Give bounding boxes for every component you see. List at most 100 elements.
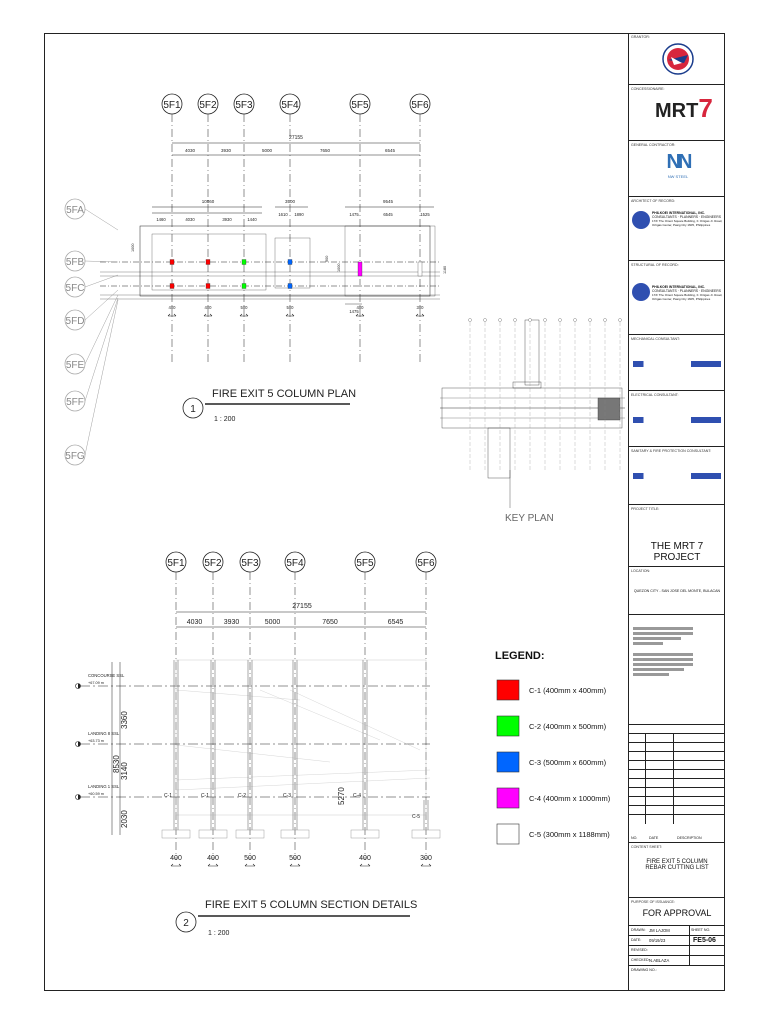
section-span-dim: 7650 <box>322 619 338 626</box>
plan-sub-c-p3: 1525 <box>420 212 430 217</box>
rev-desc-label: DESCRIPTION <box>677 836 702 840</box>
contractor-label: GENERAL CONTRACTOR: <box>631 143 676 147</box>
disclaimer-line <box>633 637 681 640</box>
svg-text:5F4: 5F4 <box>286 558 304 569</box>
plan-title-bubble <box>182 397 204 419</box>
structural-firm: PHILKOEI INTERNATIONAL, INC. <box>652 285 706 289</box>
section-bottom-arrow <box>207 863 219 867</box>
mechanical-logo-icon <box>633 361 721 367</box>
electrical-logo-icon <box>633 417 721 423</box>
keyplan-post-bubble <box>588 318 592 322</box>
plan-bottom-dim: 400 <box>357 305 365 310</box>
plan-column-c5 <box>417 261 423 277</box>
plan-column <box>241 283 247 289</box>
section-left-dim-2: 3140 <box>120 762 129 780</box>
plan-sub-a-p2: 4030 <box>185 217 195 222</box>
section-bottom-arrow <box>170 863 182 867</box>
svg-text:5F1: 5F1 <box>163 100 181 111</box>
disclaimer-cell <box>629 615 725 725</box>
plan-title: FIRE EXIT 5 COLUMN PLAN <box>212 388 356 400</box>
svg-text:LANDING 1 SSL: LANDING 1 SSL <box>88 784 120 789</box>
section-span-dim: 4030 <box>187 619 203 626</box>
section-grid-bubble-5F3: 5F3 <box>239 551 261 860</box>
svg-text:5F2: 5F2 <box>204 558 222 569</box>
drawing-no-label: DRAWING NO.: <box>631 968 657 972</box>
svg-text:5F5: 5F5 <box>356 558 374 569</box>
grantor-seal-icon <box>662 43 694 75</box>
plan-overall-dim: 27155 <box>289 135 303 141</box>
section-span-dim: 6545 <box>388 619 404 626</box>
section-bottom-dim: 300 <box>420 855 432 862</box>
nn-logo-sub: NW STEEL <box>667 174 689 179</box>
plan-grid-bubble-5FA: 5FA <box>64 198 119 231</box>
grantor-label: GRANTOR: <box>631 35 650 39</box>
architect-addr2: Ortigas Center, Pasig City 1605, Philipp… <box>652 223 711 227</box>
legend-label: C-4 (400mm x 1000mm) <box>529 794 611 803</box>
plan-bottom-arrow <box>167 313 177 317</box>
plan-column-c4 <box>357 261 363 277</box>
svg-text:5FF: 5FF <box>66 397 84 408</box>
svg-text:LANDING 8 SSL: LANDING 8 SSL <box>88 731 120 736</box>
section-scale: 1 : 200 <box>208 930 230 937</box>
plan-grid-bubble-5FG: 5FG <box>64 299 119 466</box>
section-left-dim-1: 3360 <box>120 711 129 729</box>
revision-row <box>629 733 725 743</box>
grantor-cell: GRANTOR: <box>629 33 725 85</box>
mrt7-logo: MRT7 <box>655 93 713 124</box>
disclaimer-line <box>633 673 669 676</box>
section-bottom-dim: 400 <box>207 855 219 862</box>
plan-side-dim-3: 1000 <box>337 264 341 272</box>
structural-addr2: Ortigas Center, Pasig City 1605, Philipp… <box>652 297 711 301</box>
disclaimer-line <box>633 642 663 645</box>
svg-text:+67.09 m: +67.09 m <box>88 681 104 685</box>
revision-row <box>629 760 725 770</box>
legend-item: C-3 (500mm x 600mm) <box>496 751 607 773</box>
plan-column <box>169 259 175 265</box>
svg-text:5F1: 5F1 <box>167 558 185 569</box>
svg-text:5FE: 5FE <box>66 360 85 371</box>
section-span-dim: 3930 <box>224 619 240 626</box>
section-bottom-arrow <box>420 863 432 867</box>
disclaimer-line <box>633 658 693 661</box>
revision-row <box>629 805 725 815</box>
sanitary-logo-icon <box>633 473 721 479</box>
plan-bottom-extra: 1475 <box>349 309 359 314</box>
section-column: C-2 <box>235 660 265 839</box>
plan-sub-b-p2: 1890 <box>294 212 304 217</box>
concessionaire-cell: CONCESSIONAIRE: MRT7 <box>629 85 725 141</box>
plan-bottom-dim: 300 <box>417 305 425 310</box>
legend-item: C-1 (400mm x 400mm) <box>496 679 607 701</box>
section-left-dim-3: 2030 <box>120 810 129 828</box>
svg-text:5FD: 5FD <box>66 316 85 327</box>
plan-sub-c: 9545 <box>383 199 394 204</box>
revision-row <box>629 751 725 761</box>
content-sheet-label: CONTENT SHEET: <box>631 845 662 849</box>
svg-text:C-1: C-1 <box>164 793 172 799</box>
section-grid-bubble-5F4: 5F4 <box>284 551 306 860</box>
section-mid-dim: 5270 <box>337 787 346 805</box>
disclaimer-line <box>633 632 693 635</box>
svg-text:5FG: 5FG <box>65 451 85 462</box>
mechanical-cell: MECHANICAL CONSULTANT: <box>629 335 725 391</box>
revision-row <box>629 769 725 779</box>
section-bottom-dim: 400 <box>359 855 371 862</box>
concessionaire-label: CONCESSIONAIRE: <box>631 87 665 91</box>
plan-bottom-dim: 400 <box>205 305 213 310</box>
section-column: C-5 <box>411 800 441 839</box>
plan-span-dim: 4030 <box>185 148 196 153</box>
keyplan-post-bubble <box>468 318 472 322</box>
svg-text:5F3: 5F3 <box>235 100 253 111</box>
section-number: 2 <box>183 918 189 929</box>
plan-grid-bubble-5F5: 5F5 <box>349 93 371 362</box>
disclaimer-line <box>633 627 693 630</box>
keyplan-post-bubble <box>498 318 502 322</box>
rev-no-label: NO. <box>631 836 638 840</box>
sheet-no-label: SHEET NO. <box>691 928 711 932</box>
plan-column <box>205 259 211 265</box>
section-bottom-arrow <box>244 863 256 867</box>
nn-logo-text: NN <box>666 151 693 173</box>
purpose-cell: PURPOSE OF ISSUANCE: FOR APPROVAL <box>629 898 725 926</box>
